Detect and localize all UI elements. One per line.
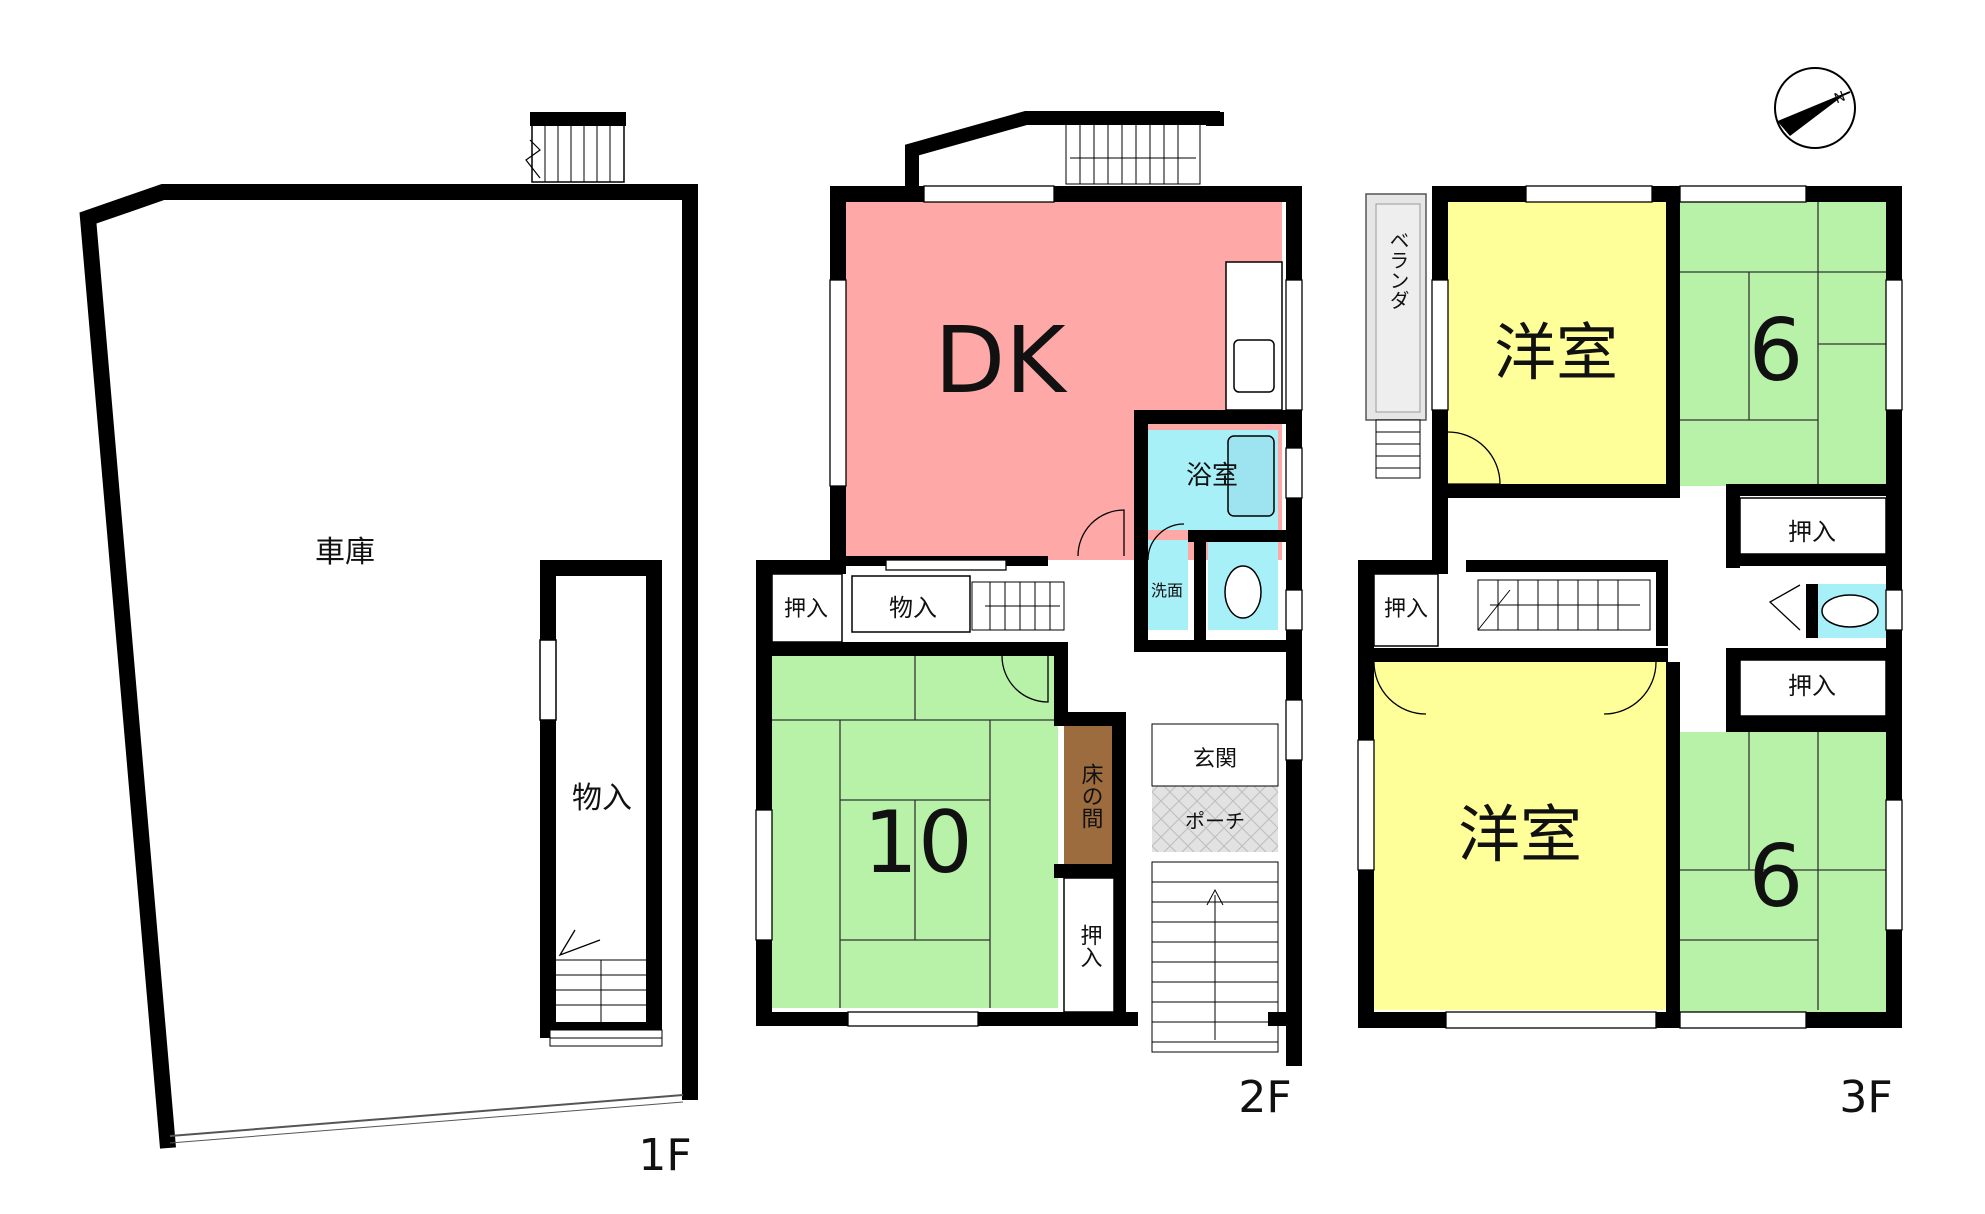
floor-3f: ベランダ 洋室 6 押入 押入 押入 洋室 6 3F xyxy=(1357,185,1903,1123)
bath-label: 浴室 xyxy=(1186,461,1238,491)
veranda-stair-3f xyxy=(1375,419,1421,479)
bathtub xyxy=(1227,435,1275,517)
windows-3f xyxy=(1357,185,1903,1029)
kitchen-sink xyxy=(1233,339,1275,393)
garage-opening-line xyxy=(169,1094,684,1137)
closet-right-mid-3f xyxy=(1739,659,1887,717)
closet-right-top-3f-label: 押入 xyxy=(1788,518,1836,546)
storage-2f xyxy=(851,575,971,633)
entrance xyxy=(1151,723,1279,787)
windows-2f xyxy=(755,185,1303,1027)
tatami-6-bottom-room xyxy=(1680,732,1886,1012)
western-bottom-room xyxy=(1374,662,1666,1010)
floor-2f-label: 2F xyxy=(1238,1072,1291,1123)
dk-label: DK xyxy=(934,307,1068,414)
closet-right-top-3f xyxy=(1739,497,1887,555)
closet-left-2f-label: 押入 xyxy=(784,597,828,622)
floor-1f: 車庫 物入 1F xyxy=(79,112,698,1181)
tatami-6-top-grid xyxy=(1680,200,1886,486)
closet-right-mid-3f-label: 押入 xyxy=(1788,672,1836,700)
tatami-6-top-label: 6 xyxy=(1749,301,1804,401)
exterior-stair-2f xyxy=(1065,123,1201,185)
tatami-10-label: 10 xyxy=(863,793,972,893)
western-top-room xyxy=(1446,200,1668,492)
western-bottom-label: 洋室 xyxy=(1458,798,1582,871)
tatami-6-bottom-grid xyxy=(1680,732,1886,1010)
entrance-label: 玄関 xyxy=(1193,747,1237,772)
doors-2f xyxy=(1001,509,1185,703)
storage-1f-label: 物入 xyxy=(572,781,632,816)
toilet-fixture-2f xyxy=(1224,565,1262,619)
toilet-fixture-3f xyxy=(1821,594,1879,628)
garage-floor xyxy=(88,192,690,1140)
compass-icon: N xyxy=(1774,67,1856,149)
western-top-label: 洋室 xyxy=(1494,316,1618,389)
doors-3f xyxy=(1373,431,1801,715)
veranda-label: ベランダ xyxy=(1386,230,1410,310)
closet-left-3f-label: 押入 xyxy=(1384,597,1428,622)
floor-2f: DK 浴室 洗面 物入 押入 10 床の間 押入 玄関 ポーチ 2F xyxy=(755,111,1303,1123)
tatami-6-top-room xyxy=(1680,200,1886,486)
closet-left-2f xyxy=(771,573,843,643)
inner-stair-2f xyxy=(971,581,1065,631)
storage-2f-label: 物入 xyxy=(889,594,937,622)
tatami-10-grid xyxy=(772,652,1058,1008)
garage-outer-wall xyxy=(79,184,698,1149)
closet-bottom-2f xyxy=(1063,877,1115,1013)
closet-left-3f xyxy=(1373,573,1439,647)
tokonoma-label: 床の間 xyxy=(1078,763,1104,829)
porch-label: ポーチ xyxy=(1185,809,1245,833)
tatami-6-bottom-label: 6 xyxy=(1749,827,1804,927)
main-stair-2f xyxy=(1151,861,1279,1053)
exterior-stair-1f xyxy=(531,119,625,183)
tokonoma xyxy=(1064,722,1116,868)
floor-3f-label: 3F xyxy=(1839,1072,1892,1123)
washroom xyxy=(1148,540,1188,630)
closet-bottom-2f-label: 押入 xyxy=(1077,924,1103,968)
garage-label: 車庫 xyxy=(315,535,375,570)
washroom-label: 洗面 xyxy=(1151,581,1183,600)
stair-3f xyxy=(1477,579,1651,631)
porch xyxy=(1152,786,1278,852)
floor-1f-label: 1F xyxy=(638,1130,691,1181)
